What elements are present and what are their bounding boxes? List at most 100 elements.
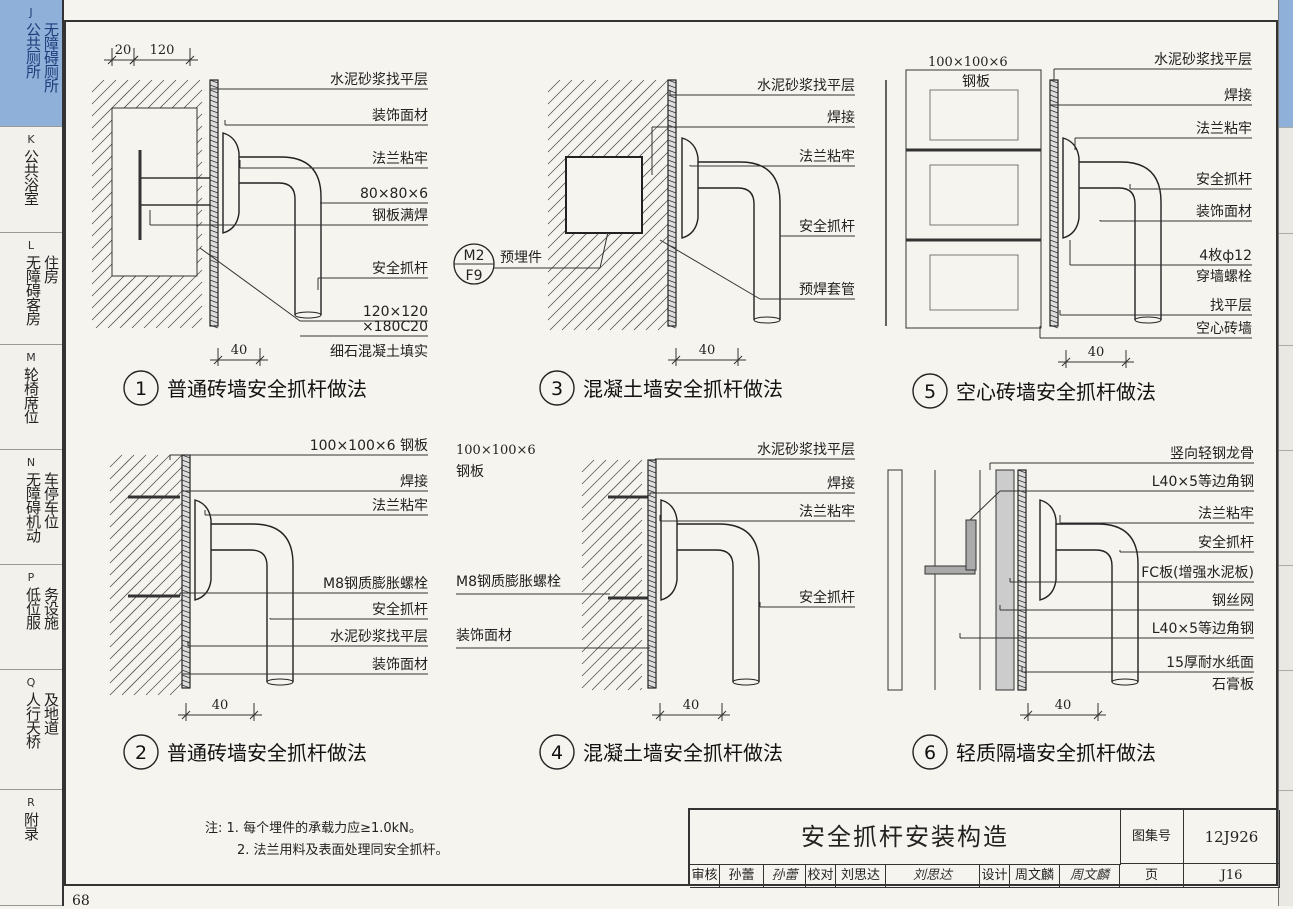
- side-tab-letter: L: [27, 239, 35, 252]
- d2-label: M8钢质膨胀螺栓: [323, 575, 428, 592]
- d6-label: 安全抓杆: [1198, 534, 1254, 551]
- d4-concrete-wall-hatch: [581, 459, 643, 691]
- d5-dim-40: 40: [1058, 345, 1134, 368]
- side-tab-label: 公共浴室: [22, 149, 40, 205]
- side-tab-label: 轮椅席位: [22, 367, 40, 423]
- d4-label: 安全抓杆: [799, 589, 855, 606]
- d5-title: 空心砖墙安全抓杆做法: [956, 380, 1156, 404]
- right-strip-tab: [1279, 565, 1293, 671]
- d5-label: 水泥砂浆找平层: [1154, 52, 1252, 68]
- atlas-value: 12J926: [1184, 810, 1280, 864]
- drawing-title: 安全抓杆安装构造: [690, 810, 1121, 865]
- d2-label: 100×100×6 钢板: [310, 438, 428, 454]
- d1-label: 法兰粘牢: [372, 151, 428, 167]
- d1-label: ×180C20: [362, 319, 428, 335]
- side-tab-p[interactable]: P 低位服务设施: [0, 565, 62, 670]
- d1-label: 细石混凝土填实: [330, 344, 428, 360]
- d4-label: 水泥砂浆找平层: [757, 442, 855, 458]
- side-tab-label: 附录: [22, 812, 40, 840]
- side-tab-letter: P: [27, 571, 35, 584]
- dimension-value: 40: [1055, 698, 1072, 713]
- side-tab-letter: K: [27, 133, 35, 146]
- side-tab-k[interactable]: K 公共浴室: [0, 127, 62, 233]
- dimension-value: 40: [1088, 345, 1105, 360]
- side-tab-label: 无障碍客房: [24, 255, 42, 325]
- d5-label: 法兰粘牢: [1196, 121, 1252, 137]
- d6-finish-layer: [1017, 469, 1027, 691]
- d3-ref-top: M2: [464, 248, 485, 264]
- check-signature: 刘思达: [886, 864, 980, 888]
- side-tab-letter: R: [27, 796, 35, 809]
- side-tab-letter: J: [29, 6, 33, 19]
- dimension-value: 40: [699, 343, 716, 358]
- d5-brick-cell: [929, 89, 1019, 141]
- d1-label: 120×120: [363, 304, 428, 320]
- d5-brick-cell: [929, 254, 1019, 311]
- side-tab-label-2: 无障碍厕所: [42, 22, 60, 92]
- d2-label: 水泥砂浆找平层: [330, 629, 428, 645]
- right-strip-tab: [1279, 450, 1293, 566]
- d6-angle-steel-v: [965, 519, 977, 571]
- d3-ref-bottom: F9: [466, 268, 483, 284]
- d6-label: 竖向轻钢龙骨: [1170, 446, 1254, 462]
- d2-dim-40: 40: [178, 698, 262, 721]
- d6-label: 15厚耐水纸面: [1166, 655, 1254, 671]
- side-tab-j[interactable]: J 公共厕所无障碍厕所: [0, 0, 62, 127]
- check-label: 校对: [806, 864, 836, 888]
- d4-dim-40: 40: [652, 698, 730, 721]
- d5-hollow-brick: [905, 69, 1042, 329]
- d1-grab-bar: [222, 132, 322, 319]
- d5-circle: [912, 373, 948, 409]
- d3-label: 安全抓杆: [799, 218, 855, 235]
- right-strip-tab: [1279, 127, 1293, 234]
- d2-label: 法兰粘牢: [372, 498, 428, 514]
- d2-grab-bar: [194, 499, 294, 686]
- d2-label: 装饰面材: [372, 657, 428, 673]
- d4-plate-size: 100×100×6: [456, 443, 536, 458]
- side-tab-label: 无障碍机动: [24, 472, 42, 542]
- side-tab-l[interactable]: L 无障碍客房住房: [0, 233, 62, 345]
- d3-leader: [659, 239, 761, 300]
- d6-label: FC板(增强水泥板): [1141, 565, 1254, 581]
- side-tab-label-2: 住房: [42, 255, 60, 283]
- dimension-value: 40: [683, 698, 700, 713]
- d4-label: 法兰粘牢: [799, 504, 855, 520]
- d4-finish-layer: [647, 459, 657, 689]
- d5-plate-label: 钢板: [962, 74, 990, 90]
- d2-label: 安全抓杆: [372, 601, 428, 618]
- d3-ref-leader: [599, 231, 609, 269]
- d3-dim-40: 40: [668, 343, 746, 366]
- d3-title: 混凝土墙安全抓杆做法: [583, 377, 783, 401]
- right-strip-tab: [1279, 233, 1293, 346]
- side-tab-label: 公共厕所: [24, 22, 42, 78]
- d6-title: 轻质隔墙安全抓杆做法: [956, 741, 1156, 765]
- d6-label: 石膏板: [1212, 676, 1254, 693]
- side-tab-label-2: 务设施: [42, 587, 60, 629]
- d3-embedded-box: [565, 156, 643, 234]
- check-name: 刘思达: [836, 864, 886, 888]
- d4-title: 混凝土墙安全抓杆做法: [583, 741, 783, 765]
- right-page-edge: [1278, 0, 1293, 906]
- design-name: 周文麟: [1010, 864, 1060, 888]
- d5-label: 安全抓杆: [1196, 171, 1252, 188]
- d5-finish-layer: [1049, 79, 1059, 329]
- d3-label: 焊接: [827, 109, 855, 126]
- d6-leader: [969, 490, 1001, 521]
- d3-circle: [539, 370, 575, 406]
- side-tab-label: 低位服: [24, 587, 42, 629]
- title-block: 安全抓杆安装构造 图集号 12J926 审核 孙蕾 孙蕾 校对 刘思达 刘思达 …: [688, 808, 1280, 888]
- d6-label: 钢丝网: [1212, 593, 1254, 609]
- note-2: 2. 法兰用料及表面处理同安全抓杆。: [237, 843, 449, 858]
- d5-brick-cell: [929, 164, 1019, 226]
- review-signature: 孙蕾: [764, 864, 806, 888]
- d6-board-left: [887, 469, 903, 691]
- d1-concrete-fill: [111, 107, 198, 277]
- d6-grab-bar: [1039, 499, 1139, 686]
- d1-label: 水泥砂浆找平层: [330, 72, 428, 88]
- d4-number: 4: [551, 742, 563, 764]
- side-tab-letter: N: [26, 456, 36, 469]
